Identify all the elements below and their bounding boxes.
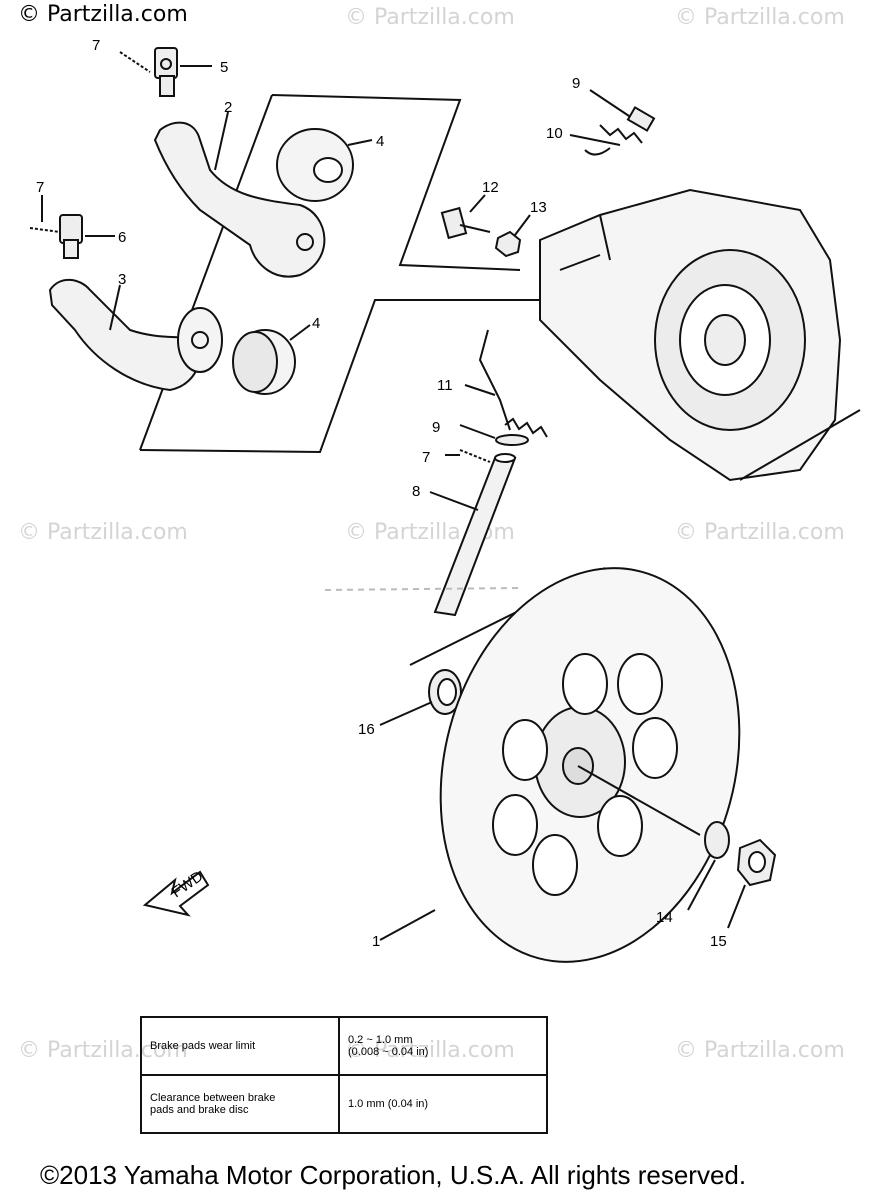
- brake-arm-3: [48, 278, 223, 392]
- bolt-9-top: [589, 89, 656, 132]
- table-row: Brake pads wear limit 0.2 ~ 1.0 mm (0.00…: [140, 1016, 548, 1076]
- callout-9: 9: [432, 419, 440, 436]
- callout-16: 16: [358, 721, 375, 738]
- watermark: © Partzilla.com: [675, 520, 845, 545]
- callout-7: 7: [92, 37, 100, 54]
- spec-table: Brake pads wear limit 0.2 ~ 1.0 mm (0.00…: [140, 1016, 548, 1134]
- brake-pad-4-lower: [232, 324, 311, 395]
- spec-label: Clearance between brake pads and brake d…: [140, 1074, 340, 1134]
- callout-11: 11: [437, 377, 453, 394]
- callout-4: 4: [312, 315, 320, 332]
- callout-10: 10: [546, 125, 563, 142]
- watermark: © Partzilla.com: [345, 5, 515, 30]
- nut-15: [727, 838, 777, 929]
- callout-12: 12: [482, 179, 499, 196]
- adjuster-5: [154, 47, 212, 97]
- callout-13: 13: [530, 199, 547, 216]
- washer-16: [379, 669, 462, 726]
- leader-line-faint: [324, 587, 521, 591]
- callout-labels: 7 5 2 4 7 6 3 4 9 10 12 13 11 9 7 8 16 1…: [36, 37, 727, 950]
- callout-7: 7: [36, 179, 44, 196]
- pin-7-top: [119, 51, 151, 73]
- callout-1: 1: [372, 933, 380, 950]
- spec-label: Brake pads wear limit: [140, 1016, 340, 1076]
- shaft-8: [429, 453, 517, 617]
- adjuster-6: [29, 195, 115, 259]
- callout-15: 15: [710, 933, 727, 950]
- watermark: © Partzilla.com: [675, 5, 845, 30]
- watermark-main: © Partzilla.com: [18, 2, 188, 27]
- callout-7: 7: [422, 449, 430, 466]
- brake-pad-4-upper: [276, 128, 373, 202]
- bolt-12: [440, 194, 491, 240]
- callout-8: 8: [412, 483, 420, 500]
- watermark: © Partzilla.com: [675, 1038, 845, 1063]
- pin-7-lower: [445, 449, 491, 463]
- watermark: © Partzilla.com: [18, 520, 188, 545]
- callout-4: 4: [376, 133, 384, 150]
- brake-arm-2: [153, 111, 326, 278]
- callout-9: 9: [572, 75, 580, 92]
- brake-housing: [539, 188, 861, 482]
- callout-3: 3: [118, 271, 126, 288]
- callout-14: 14: [656, 909, 673, 926]
- spec-value: 1.0 mm (0.04 in): [338, 1074, 548, 1134]
- spring-11: [464, 329, 548, 438]
- callout-2: 2: [224, 99, 232, 116]
- copyright-footer: ©2013 Yamaha Motor Corporation, U.S.A. A…: [40, 1160, 747, 1190]
- washer-9-lower: [459, 424, 529, 446]
- spec-value: 0.2 ~ 1.0 mm (0.008 ~ 0.04 in): [338, 1016, 548, 1076]
- arm-group-outline: [139, 94, 560, 454]
- lockwasher-14: [687, 821, 730, 911]
- nut-13: [494, 214, 531, 258]
- spring-10: [569, 124, 643, 156]
- brake-disc-1: [379, 567, 741, 963]
- callout-6: 6: [118, 229, 126, 246]
- callout-5: 5: [220, 59, 228, 76]
- table-row: Clearance between brake pads and brake d…: [140, 1074, 548, 1134]
- fwd-arrow-icon: [142, 870, 210, 917]
